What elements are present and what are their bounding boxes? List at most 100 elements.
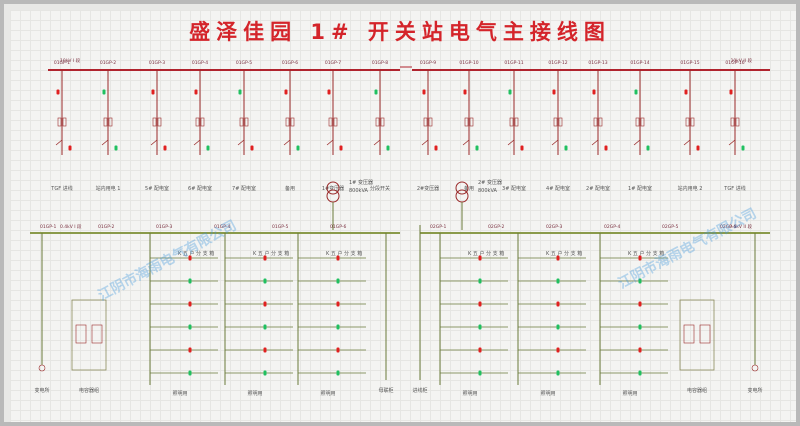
upper-cabinet-label-11: 01GP-11 [504, 60, 523, 66]
upper-breaker-a-4 [195, 117, 200, 127]
lower-circuit-lamp-l2-3[interactable] [263, 301, 267, 307]
lower-circuit-lamp-l1-2[interactable] [188, 278, 192, 284]
upper-lamp-b-4[interactable] [206, 145, 210, 151]
lower-circuit-lamp-l1-1[interactable] [188, 255, 192, 261]
lower-circuit-lamp-r1-2[interactable] [478, 278, 482, 284]
lower-circuit-lamp-r1-5[interactable] [478, 347, 482, 353]
upper-cabinet-label-5: 01GP-5 [236, 60, 252, 66]
diagram-title: 盛泽佳园 1# 开关站电气主接线图 [189, 20, 611, 44]
upper-breaker-a-13 [593, 117, 598, 127]
upper-lamp-5[interactable] [238, 89, 242, 95]
lower-circuit-lamp-r2-3[interactable] [556, 301, 560, 307]
lower-circuit-lamp-r2-1[interactable] [556, 255, 560, 261]
upper-breaker-a-16 [730, 117, 735, 127]
lower-circuit-lamp-r1-6[interactable] [478, 370, 482, 376]
upper-lamp-10[interactable] [463, 89, 467, 95]
lower-circuit-lamp-r3-1[interactable] [638, 255, 642, 261]
main-incomer-terminal-l [38, 364, 46, 372]
lower-circuit-lamp-r3-2[interactable] [638, 278, 642, 284]
lower-circuit-lamp-l2-5[interactable] [263, 347, 267, 353]
bus-label-04kv-2: 0.4kV II 段 [729, 223, 752, 230]
lower-circuit-lamp-r2-6[interactable] [556, 370, 560, 376]
upper-lamp-14[interactable] [634, 89, 638, 95]
lower-circuit-lamp-r1-3[interactable] [478, 301, 482, 307]
lower-circuit-lamp-l3-6[interactable] [336, 370, 340, 376]
lower-group-label-r3: 照明用 [622, 391, 637, 397]
lower-circuit-lamp-l3-5[interactable] [336, 347, 340, 353]
upper-lamp-b-11[interactable] [520, 145, 524, 151]
lower-circuit-lamp-r1-4[interactable] [478, 324, 482, 330]
upper-breaker-a-15 [685, 117, 690, 127]
upper-lamp-11[interactable] [508, 89, 512, 95]
upper-lamp-b-1[interactable] [68, 145, 72, 151]
upper-lamp-b-6[interactable] [296, 145, 300, 151]
lower-circuit-lamp-r2-2[interactable] [556, 278, 560, 284]
lower-circuit-lamp-r3-5[interactable] [638, 347, 642, 353]
upper-lamp-16[interactable] [729, 89, 733, 95]
upper-lamp-b-5[interactable] [250, 145, 254, 151]
upper-lamp-13[interactable] [592, 89, 596, 95]
lower-circuit-lamp-r2-5[interactable] [556, 347, 560, 353]
upper-lamp-3[interactable] [151, 89, 155, 95]
lower-circuit-lamp-l1-3[interactable] [188, 301, 192, 307]
upper-feeder-label-13: 2# 配电室 [586, 185, 610, 192]
upper-breaker-b-5 [244, 117, 249, 127]
lower-circuit-lamp-l3-2[interactable] [336, 278, 340, 284]
upper-lamp-b-9[interactable] [434, 145, 438, 151]
lower-circuit-lamp-l1-4[interactable] [188, 324, 192, 330]
upper-cabinet-label-8: 01GP-8 [372, 60, 388, 66]
upper-lamp-9[interactable] [422, 89, 426, 95]
lower-circuit-lamp-l2-2[interactable] [263, 278, 267, 284]
upper-lamp-1[interactable] [56, 89, 60, 95]
upper-breaker-b-14 [640, 117, 645, 127]
lower-circuit-lamp-l2-6[interactable] [263, 370, 267, 376]
upper-breaker-a-8 [375, 117, 380, 127]
lower-circuit-lamp-l2-4[interactable] [263, 324, 267, 330]
upper-lamp-b-12[interactable] [564, 145, 568, 151]
lower-circuit-lamp-r3-4[interactable] [638, 324, 642, 330]
upper-lamp-4[interactable] [194, 89, 198, 95]
lower-circuit-lamp-l1-5[interactable] [188, 347, 192, 353]
upper-lamp-6[interactable] [284, 89, 288, 95]
upper-ground-switch-9 [421, 139, 429, 146]
lower-circuit-lamp-l2-1[interactable] [263, 255, 267, 261]
upper-lamp-b-10[interactable] [475, 145, 479, 151]
lower-circuit-lamp-r1-1[interactable] [478, 255, 482, 261]
lower-circuit-lamp-l3-3[interactable] [336, 301, 340, 307]
upper-cabinet-label-6: 01GP-6 [282, 60, 298, 66]
upper-lamp-b-8[interactable] [386, 145, 390, 151]
capacitor-label-r: 电容器组 [687, 387, 707, 394]
lower-cabinet-label-r-5: 02GP-5 [662, 224, 678, 230]
upper-lamp-2[interactable] [102, 89, 106, 95]
upper-lamp-15[interactable] [684, 89, 688, 95]
upper-cabinet-label-3: 01GP-3 [149, 60, 165, 66]
lower-cabinet-label-l-1: 01GP-1 [40, 224, 56, 230]
lower-circuit-lamp-r3-6[interactable] [638, 370, 642, 376]
upper-breaker-a-10 [464, 117, 469, 127]
upper-ground-switch-16 [728, 139, 736, 146]
lower-circuit-lamp-r3-3[interactable] [638, 301, 642, 307]
upper-lamp-b-2[interactable] [114, 145, 118, 151]
lower-circuit-lamp-r2-4[interactable] [556, 324, 560, 330]
upper-lamp-b-7[interactable] [339, 145, 343, 151]
upper-lamp-8[interactable] [374, 89, 378, 95]
upper-lamp-b-15[interactable] [696, 145, 700, 151]
upper-ground-switch-3 [150, 139, 158, 146]
upper-breaker-b-2 [108, 117, 113, 127]
capacitor-bank-l [71, 299, 107, 371]
lower-circuit-lamp-l3-4[interactable] [336, 324, 340, 330]
upper-lamp-12[interactable] [552, 89, 556, 95]
upper-feeder-label-12: 4# 配电室 [546, 185, 570, 192]
lower-circuit-lamp-l3-1[interactable] [336, 255, 340, 261]
capacitor-bank-r [679, 299, 715, 371]
upper-lamp-b-3[interactable] [163, 145, 167, 151]
upper-lamp-7[interactable] [327, 89, 331, 95]
upper-lamp-b-16[interactable] [741, 145, 745, 151]
upper-lamp-b-14[interactable] [646, 145, 650, 151]
upper-feeder-label-16: TGF 进线 [723, 185, 745, 192]
upper-lamp-b-13[interactable] [604, 145, 608, 151]
lower-circuit-lamp-l1-6[interactable] [188, 370, 192, 376]
upper-feeder-label-6: 备用 [285, 185, 295, 192]
transformer-2-label: 2# 变压器 [478, 179, 502, 186]
